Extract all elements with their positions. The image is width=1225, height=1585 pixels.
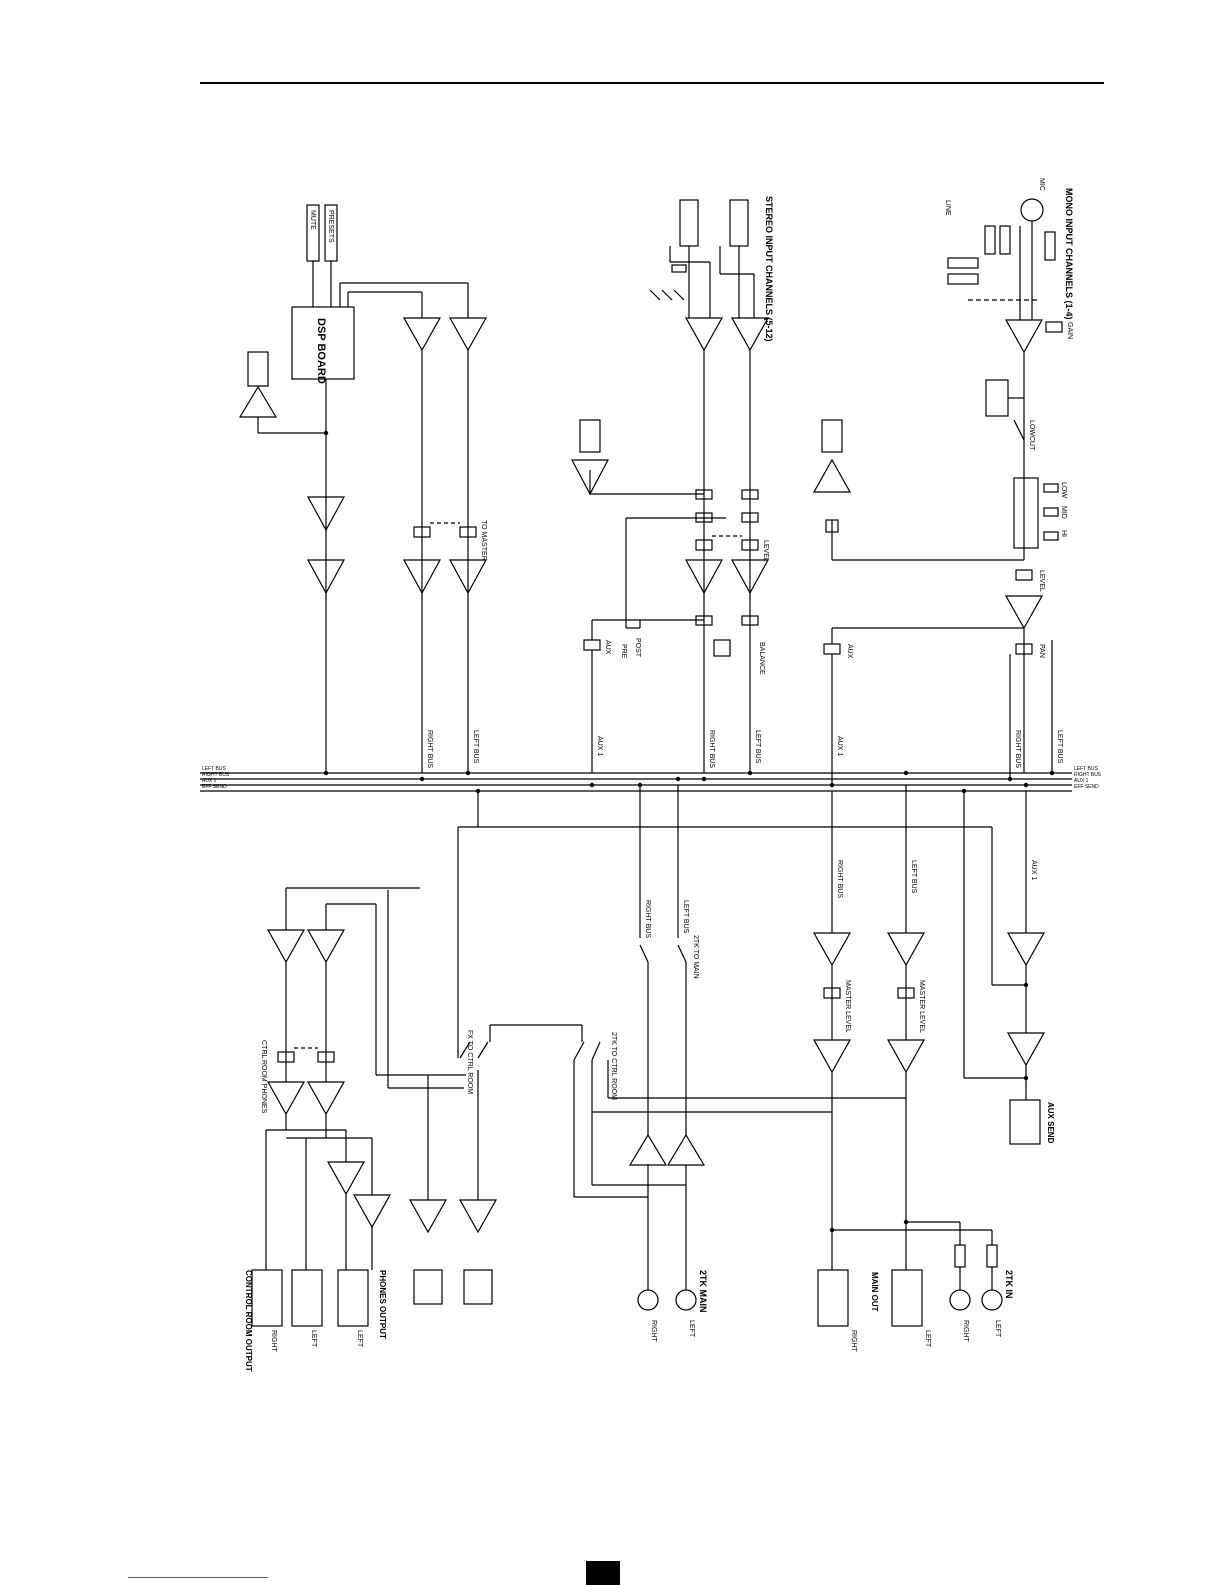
label-post: POST [634,638,641,658]
label-to-master: TO MASTER [480,520,487,561]
label-master-level-r: MASTER LEVEL [844,980,851,1033]
label-mono-input: MONO INPUT CHANNELS (1-4) [1064,188,1074,320]
label-2tk-to-ctrl-room: 2TK TO CTRL ROOM [610,1032,617,1100]
label-aux-stereo: AUX [604,640,611,655]
label-dsp-board: DSP BOARD [315,318,327,384]
label-presets: PRESETS [327,210,334,243]
label-gain: GAIN [1066,322,1073,339]
label-lowcut: LOWCUT [1028,420,1035,451]
label-left-bus-1: LEFT BUS [472,730,479,764]
label-left-bus-4: LEFT BUS [682,900,689,934]
label-right-bus-2: RIGHT BUS [708,730,715,768]
label-stereo-input: STEREO INPUT CHANNELS (5-12) [764,196,774,342]
label-mid: MID [1060,506,1067,519]
label-right-2tk-in: RIGHT [962,1320,969,1343]
label-low: LOW [1060,482,1067,498]
label-aux1-side-r: AUX 1 [1074,778,1089,784]
label-right-ctrl: RIGHT [270,1330,277,1353]
label-aux-mono: AUX [846,644,853,659]
label-2tk-main: 2TK MAIN [698,1270,708,1313]
label-right-bus-side-l: RIGHT BUS [202,772,230,778]
label-right-bus-4: RIGHT BUS [644,900,651,938]
label-left-ctrl: LEFT [310,1330,317,1348]
label-aux1-2: AUX 1 [836,736,843,756]
label-aux1-side-l: AUX 1 [202,778,217,784]
dsp-peak-box [247,351,269,387]
footer-link-underline[interactable] [128,1577,268,1578]
label-control-room-output: CONTROL ROOM OUTPUT [244,1270,253,1372]
label-right-main: RIGHT [850,1330,857,1353]
label-fx-to-ctrl-room: FX TO CTRL ROOM [466,1030,473,1094]
label-aux1-1: AUX 1 [596,736,603,756]
label-right-bus-5: RIGHT BUS [836,860,843,898]
label-left-bus-3: LEFT BUS [1056,730,1063,764]
label-master-level-l: MASTER LEVEL [918,980,925,1033]
label-left-2tk-in: LEFT [994,1320,1001,1338]
label-mic: MIC [1038,178,1045,191]
label-left-2tk-main: LEFT [688,1320,695,1338]
label-mute: MUTE [309,210,316,230]
label-pre: PRE [620,644,627,659]
label-aux1-3: AUX 1 [1030,860,1037,880]
label-level-mono: LEVEL [1038,570,1045,592]
label-pan: PAN [1038,644,1045,658]
label-left-bus-2: LEFT BUS [754,730,761,764]
label-main-out: MAIN OUT [870,1272,879,1312]
label-right-bus-3: RIGHT BUS [1014,730,1021,768]
label-phones-output: PHONES OUTPUT [378,1270,387,1339]
label-ctrl-room-phones: CTRL ROOM PHONES [260,1040,267,1114]
label-hi: HI [1060,530,1067,537]
label-2tk-in: 2TK IN [1004,1270,1014,1299]
label-left-phones: LEFT [356,1330,363,1348]
bus-lines [200,772,1072,792]
label-eff-send-side-r: EFF SEND [1074,784,1099,790]
bus-junction-dots [323,430,1055,1233]
label-left-bus-side-r: LEFT BUS [1074,766,1098,772]
label-left-main: LEFT [924,1330,931,1348]
dsp-board-box [291,306,355,380]
label-right-bus-1: RIGHT BUS [426,730,433,768]
label-right-bus-side-r: RIGHT BUS [1074,772,1102,778]
label-balance: BALANCE [758,642,765,675]
label-2tk-to-main: 2TK TO MAIN [692,935,699,979]
page-number-tab [586,1561,620,1585]
label-right-2tk-main: RIGHT [650,1320,657,1343]
label-left-bus-5: LEFT BUS [910,860,917,894]
label-line: LINE [944,200,951,216]
label-level-stereo: LEVEL [762,540,769,562]
label-aux-send: AUX SEND [1046,1102,1055,1144]
label-left-bus-side-l: LEFT BUS [202,766,226,772]
header-rule [200,82,1104,84]
label-eff-send-side-l: EFF SEND [202,784,227,790]
